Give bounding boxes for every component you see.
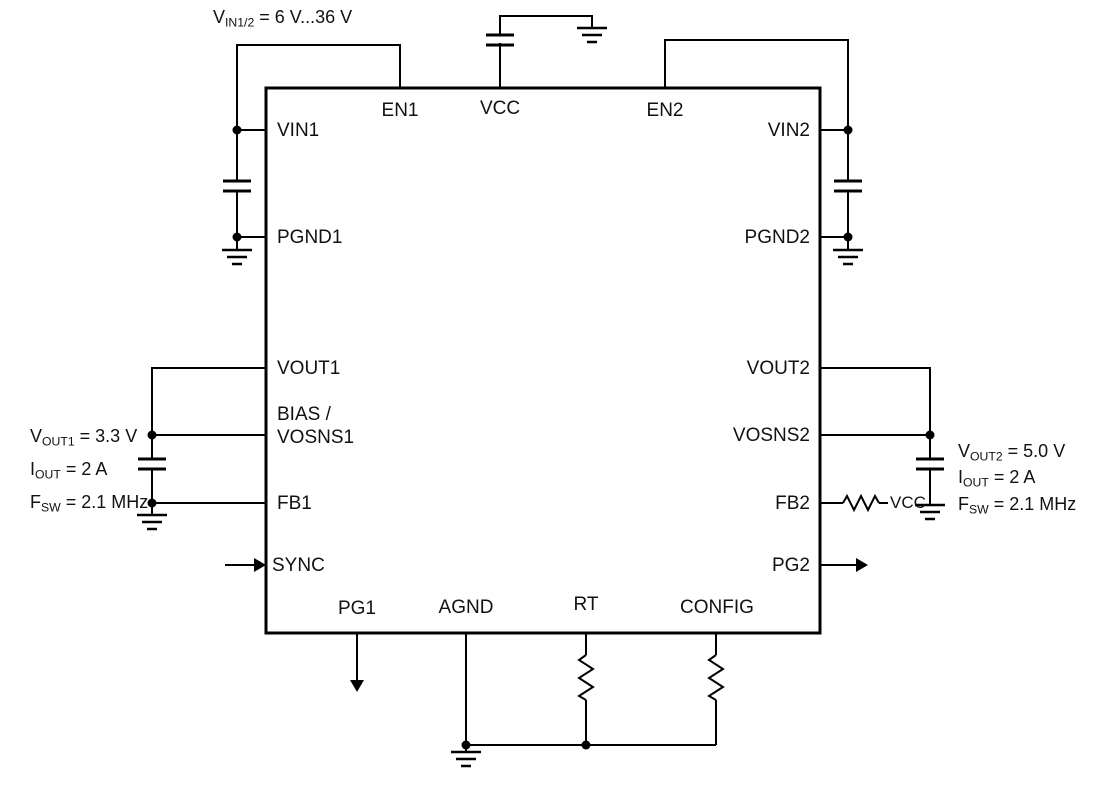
annotation-vout1: VOUT1 = 3.3 V [30,426,137,448]
vout2-wire [820,367,931,435]
annotation-sub: OUT [963,475,989,490]
capacitor-symbol [914,457,946,471]
junction-dot [581,740,591,750]
junction-dot [147,498,157,508]
pin-label-vout1: VOUT1 [277,358,341,379]
capacitor-symbol [832,179,864,193]
annotation-sub: OUT [35,467,61,482]
fb2-resistor-symbol [842,493,880,513]
pin-label-agnd: AGND [438,597,494,618]
pin-label-bias-line2: VOSNS1 [277,427,355,448]
pin-label-rt: RT [573,594,599,615]
pin-label-bias-line1: BIAS / [277,404,331,425]
capacitor-symbol [484,33,516,47]
junction-dot [147,430,157,440]
pin-label-vin1: VIN1 [277,120,320,141]
annotation-fsw1: FSW = 2.1 MHz [30,492,148,514]
pin-label-vosns2: VOSNS2 [732,425,810,446]
annotation-iout1: IOUT = 2 A [30,459,107,481]
ground-symbol [449,750,483,768]
pin-label-en2: EN2 [646,100,684,121]
pgnd1-wire [236,236,266,250]
annotation-rest: = 5.0 V [1002,441,1066,461]
annotation-vin-range: VIN1/2 = 6 V...36 V [213,7,352,29]
ic-body [264,86,822,635]
annotation-rest: = 3.3 V [74,426,138,446]
annotation-sub: SW [969,502,989,517]
junction-dot [843,125,853,135]
pg1-arrow-icon [350,680,364,692]
fb1-wire [151,502,266,515]
annotation-base: F [30,492,41,512]
annotation-base: V [213,7,226,27]
vcc-cap-wire [499,15,593,88]
junction-dots [147,125,935,750]
annotation-iout2: IOUT = 2 A [958,467,1035,489]
net-label-vcc: VCC [890,493,926,512]
pin-label-pgnd1: PGND1 [277,227,343,248]
pin-label-pg1: PG1 [337,598,377,619]
junction-dot [843,232,853,242]
vout1-wire [151,367,266,435]
pin-label-pg2: PG2 [771,555,810,576]
ground-symbol [831,248,865,266]
pin-label-sync: SYNC [272,555,325,576]
annotation-sub: OUT1 [42,434,75,449]
ground-symbol [575,26,609,44]
pin-label-fb1: FB1 [277,493,312,514]
annotation-base: I [958,467,964,487]
junction-dot [232,125,242,135]
annotation-rest: = 2 A [60,459,108,479]
annotation-sub: IN1/2 [225,15,255,30]
junction-dot [461,740,471,750]
annotation-base: V [30,426,43,446]
annotation-sub: OUT2 [970,449,1003,464]
annotation-fsw2: FSW = 2.1 MHz [958,494,1076,516]
en1-to-vin1-wire [236,44,401,130]
pin-label-config: CONFIG [680,597,754,618]
pin-label-pgnd2: PGND2 [744,227,810,248]
pg2-arrow-icon [856,558,868,572]
junction-dot [925,430,935,440]
junction-dot [232,232,242,242]
ground-symbol [220,248,254,266]
annotation-base: I [30,459,36,479]
annotation-vout2: VOUT2 = 5.0 V [958,441,1065,463]
annotation-rest: = 6 V...36 V [254,7,353,27]
annotation-sub: SW [41,500,61,515]
capacitor-symbol [221,179,253,193]
en2-to-vin2-wire [664,39,849,130]
annotation-base: V [958,441,971,461]
pin-label-vin2: VIN2 [767,120,810,141]
pgnd2-wire [820,236,849,250]
pin-label-bias-vosns1: BIAS / VOSNS1 [277,403,354,449]
rt-resistor-symbol [577,654,595,701]
sync-arrow-icon [254,558,266,572]
ground-symbol [135,513,169,531]
arrowheads [254,558,868,692]
pin-label-vcc: VCC [479,98,521,119]
capacitor-symbol [136,457,168,471]
config-resistor-symbol [707,654,725,701]
pin-label-fb2: FB2 [775,493,810,514]
pin-label-en1: EN1 [381,100,419,121]
annotation-rest: = 2 A [988,467,1036,487]
pin-label-vout2: VOUT2 [746,358,810,379]
annotation-base: F [958,494,969,514]
annotation-rest: = 2.1 MHz [988,494,1077,514]
annotation-rest: = 2.1 MHz [60,492,149,512]
